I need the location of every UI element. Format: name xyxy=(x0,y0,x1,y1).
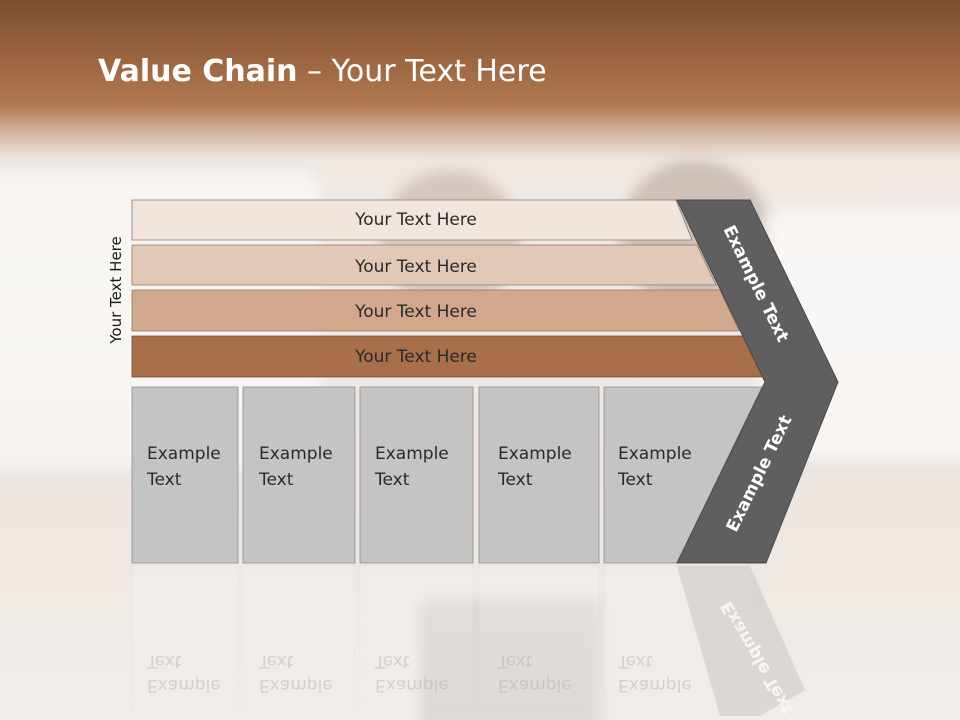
row-bar-1 xyxy=(131,199,693,241)
row-label-2: Your Text Here xyxy=(354,257,477,277)
svg-text:Text: Text xyxy=(617,651,653,671)
box-1-line-1: Example xyxy=(147,444,221,464)
box-2-line-2: Text xyxy=(258,470,294,490)
title-rest: – Your Text Here xyxy=(297,54,547,89)
row-label-1: Your Text Here xyxy=(354,210,477,230)
title-bold: Value Chain xyxy=(98,54,298,89)
row-label-4: Your Text Here xyxy=(354,347,477,367)
activity-box-3 xyxy=(359,386,474,564)
activity-box-2 xyxy=(242,386,356,564)
reflection: Example Text Example Text Example Text E… xyxy=(131,565,805,718)
box-5-line-2: Text xyxy=(617,470,653,490)
box-1-line-2: Text xyxy=(146,470,182,490)
box-2-line-1: Example xyxy=(259,444,333,464)
activity-box-1 xyxy=(131,386,239,564)
svg-text:Text: Text xyxy=(374,651,410,671)
svg-text:Example: Example xyxy=(375,675,449,695)
svg-text:Text: Text xyxy=(497,651,533,671)
chevron-arrow xyxy=(676,199,839,564)
svg-text:Example: Example xyxy=(147,675,221,695)
header-band xyxy=(0,0,960,160)
svg-text:Example: Example xyxy=(618,675,692,695)
box-3-line-2: Text xyxy=(374,470,410,490)
row-bar-2 xyxy=(131,244,717,286)
svg-text:Example: Example xyxy=(259,675,333,695)
slide-title: Value Chain – Your Text Here xyxy=(98,54,547,89)
box-4-line-2: Text xyxy=(497,470,533,490)
row-label-3: Your Text Here xyxy=(354,302,477,322)
svg-text:Text: Text xyxy=(146,651,182,671)
activity-box-4 xyxy=(478,386,600,564)
svg-text:Text: Text xyxy=(258,651,294,671)
svg-text:Example: Example xyxy=(498,675,572,695)
row-bar-3 xyxy=(131,289,740,332)
box-5-line-1: Example xyxy=(618,444,692,464)
box-4-line-1: Example xyxy=(498,444,572,464)
box-3-line-1: Example xyxy=(375,444,449,464)
